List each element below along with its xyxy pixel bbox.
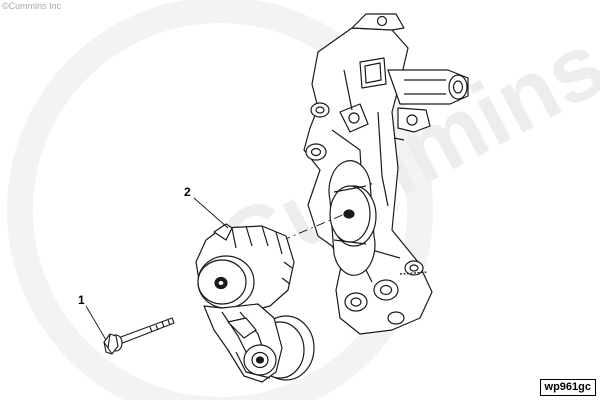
callout-2-leader xyxy=(193,197,229,229)
callout-1-label: 1 xyxy=(78,293,85,307)
copyright-notice: ©Cummins Inc xyxy=(2,1,62,11)
callout-1-leader xyxy=(85,305,107,341)
figure-code-box: wp961gc xyxy=(539,379,596,396)
callout-2-label: 2 xyxy=(184,185,191,199)
bracket-pulley xyxy=(328,160,377,276)
belt-tensioner xyxy=(195,223,315,383)
mounting-bolt xyxy=(103,317,175,355)
